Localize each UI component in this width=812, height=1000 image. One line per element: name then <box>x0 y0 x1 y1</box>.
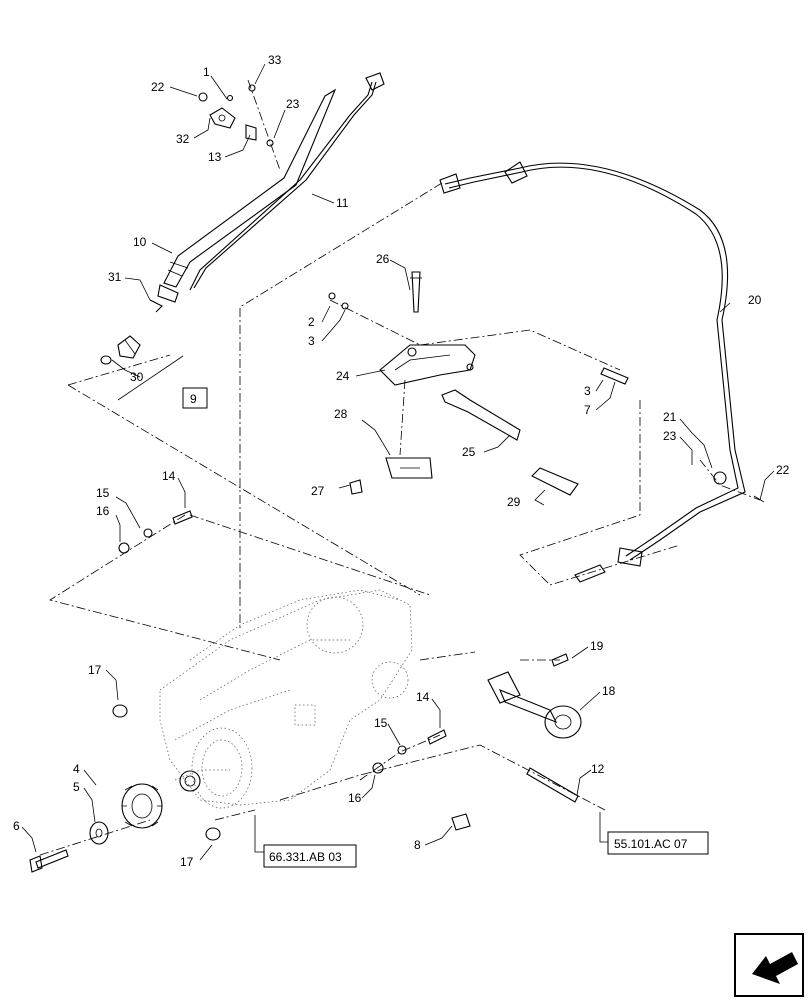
callout-12: 12 <box>591 762 605 776</box>
callout-30: 30 <box>130 370 144 384</box>
callout-2: 2 <box>308 315 315 329</box>
callout-26: 26 <box>376 252 390 266</box>
callout-24: 24 <box>336 369 350 383</box>
dipstick <box>189 72 385 291</box>
leader-lines <box>21 63 775 861</box>
arrow-return-icon[interactable] <box>734 933 804 997</box>
callout-19: 19 <box>590 639 604 653</box>
callout-21: 21 <box>663 410 677 424</box>
gear-4 <box>121 783 163 829</box>
callout-6: 6 <box>13 819 20 833</box>
callout-29: 29 <box>507 495 521 509</box>
washer-5 <box>89 821 109 845</box>
nut-16-right <box>372 762 384 774</box>
transmission-housing <box>159 589 413 809</box>
assembly-dash-lines <box>39 79 761 856</box>
callout-4: 4 <box>73 762 80 776</box>
callout-20: 20 <box>748 293 762 307</box>
nut-17-bottom <box>205 827 221 841</box>
callout-28: 28 <box>334 407 348 421</box>
drive-coupler-18 <box>487 671 582 739</box>
rod-12 <box>526 767 579 803</box>
callout-14-top: 14 <box>162 469 176 483</box>
bracket-28 <box>385 457 433 479</box>
callout-10: 10 <box>133 235 147 249</box>
bolt-26 <box>410 271 422 313</box>
callout-numbers: 33 1 22 23 32 13 11 10 31 30 20 26 2 3 2… <box>13 53 790 869</box>
bolt-6 <box>29 849 69 873</box>
callout-32: 32 <box>176 132 190 146</box>
callout-5: 5 <box>73 780 80 794</box>
bolt-19 <box>551 653 569 667</box>
callout-13: 13 <box>208 150 222 164</box>
shift-cable <box>439 161 765 583</box>
callout-23-top: 23 <box>286 97 300 111</box>
callout-17-left: 17 <box>88 663 102 677</box>
lever-bracket <box>379 344 476 386</box>
bolt-7 <box>600 367 629 385</box>
callout-15-top: 15 <box>96 486 110 500</box>
sensor-8 <box>451 813 471 831</box>
callout-8: 8 <box>414 838 421 852</box>
ref-box-55101[interactable]: 55.101.AC 07 <box>607 831 709 855</box>
nut-17-left <box>112 704 128 718</box>
callout-22-right: 22 <box>776 463 790 477</box>
callout-15-right: 15 <box>374 716 388 730</box>
clip-27 <box>349 479 363 495</box>
callout-18: 18 <box>602 684 616 698</box>
callout-23-right: 23 <box>663 429 677 443</box>
callout-25: 25 <box>462 445 476 459</box>
callout-14-right: 14 <box>416 690 430 704</box>
callout-16-right: 16 <box>348 791 362 805</box>
washer-15-right <box>397 745 407 755</box>
shift-lever <box>441 389 521 441</box>
callout-17-bottom: 17 <box>180 855 194 869</box>
fitting-31 <box>149 299 163 313</box>
ref-box-9[interactable]: 9 <box>182 387 208 409</box>
callout-7: 7 <box>584 403 591 417</box>
callout-3-right: 3 <box>584 384 591 398</box>
fastener-2-3 <box>328 292 349 310</box>
callout-11: 11 <box>336 196 349 210</box>
hose-fitting <box>117 335 141 359</box>
callout-22-top: 22 <box>151 80 165 94</box>
callout-33: 33 <box>268 53 282 67</box>
callout-3-left: 3 <box>308 334 315 348</box>
bolt-14-top <box>172 510 193 525</box>
callout-1: 1 <box>203 65 210 79</box>
clamp-parts-top <box>198 84 274 147</box>
callout-27: 27 <box>311 484 325 498</box>
lever-handle <box>531 467 579 496</box>
dipstick-tube <box>157 88 337 303</box>
ref-box-9-label: 9 <box>190 392 197 406</box>
ref-box-66331-label: 66.331.AB 03 <box>269 850 342 864</box>
washer-15-top <box>143 528 153 538</box>
bolt-14-right <box>427 729 447 745</box>
ref-box-55101-label: 55.101.AC 07 <box>614 837 688 851</box>
callout-31: 31 <box>108 270 122 284</box>
callout-16-top: 16 <box>96 504 110 518</box>
o-ring-30 <box>100 355 112 365</box>
nut-16-top <box>118 542 130 554</box>
ref-box-66331[interactable]: 66.331.AB 03 <box>263 844 357 868</box>
